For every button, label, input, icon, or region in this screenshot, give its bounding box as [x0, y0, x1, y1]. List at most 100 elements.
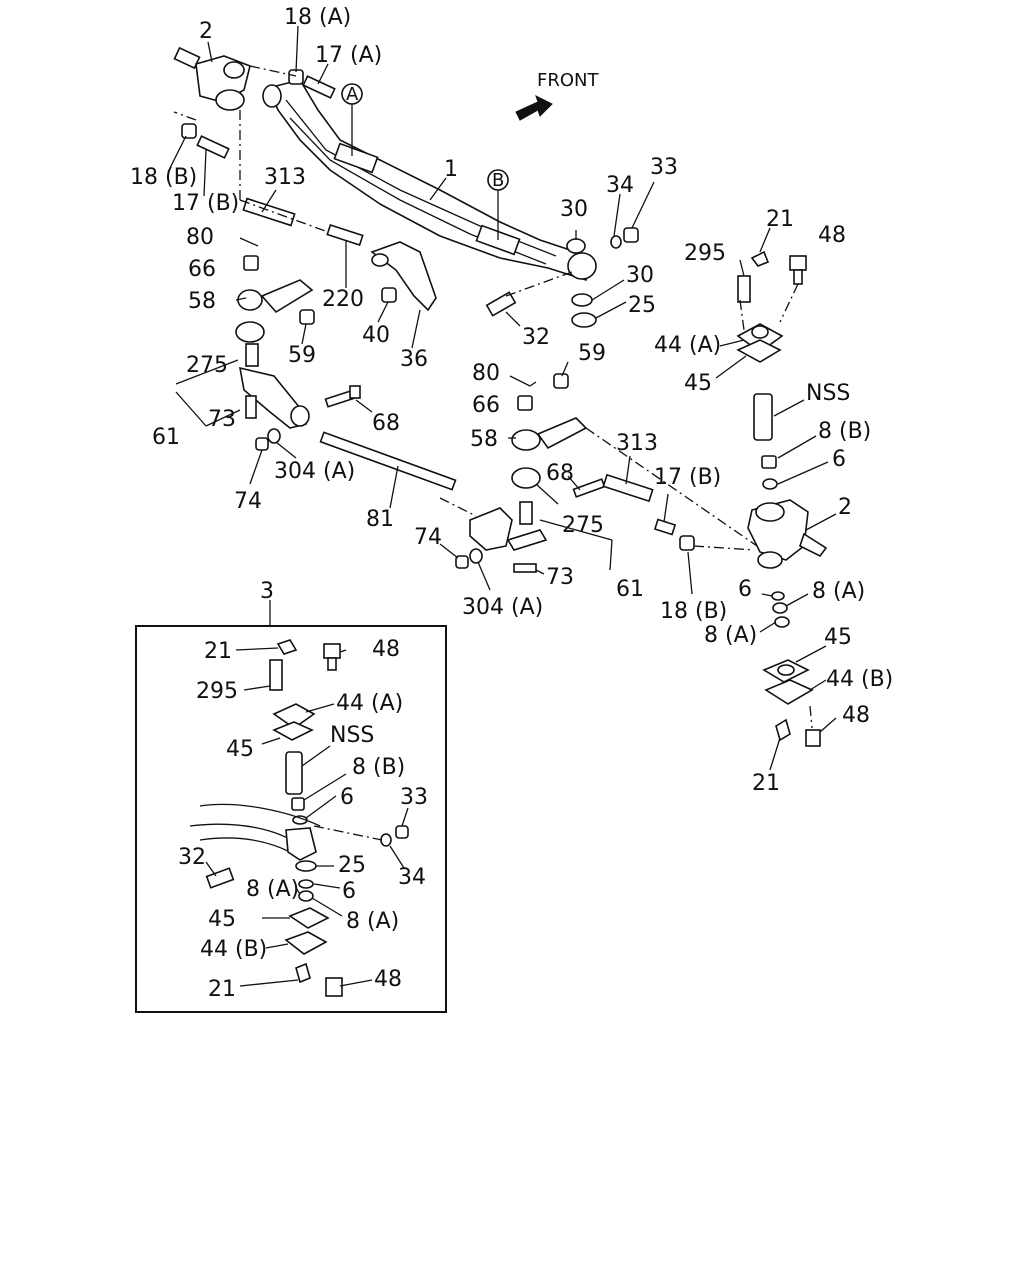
inset-beam-end — [285, 827, 317, 861]
label-18a: 18 (A) — [284, 5, 351, 30]
label-18b-top: 18 (B) — [130, 165, 197, 190]
label-34-top: 34 — [606, 173, 634, 198]
label-inset-33: 33 — [400, 785, 428, 810]
inset-bolt-48-top — [323, 643, 341, 659]
washer-30-mid — [571, 293, 593, 307]
label-58-mid: 58 — [470, 427, 498, 452]
label-81: 81 — [366, 507, 394, 532]
knuckle-right — [747, 499, 828, 569]
label-2-right: 2 — [838, 495, 852, 520]
label-80-mid: 80 — [472, 361, 500, 386]
label-30-top: 30 — [560, 197, 588, 222]
grease-fitting-21-right-top — [750, 250, 770, 267]
inset-bearing-25 — [295, 860, 317, 872]
label-inset-nss: NSS — [330, 723, 374, 748]
label-45-right-bot: 45 — [824, 625, 852, 650]
bushing-8a-right-2 — [774, 616, 790, 628]
knuckle-arm-61-mid — [469, 501, 548, 551]
label-45-right-top: 45 — [684, 371, 712, 396]
leader-lines — [167, 25, 837, 987]
label-inset-48-bot: 48 — [374, 967, 402, 992]
label-17b-top: 17 (B) — [172, 191, 239, 216]
tie-rod-end-58-top — [237, 279, 314, 314]
tie-rod-end-313-mid — [602, 473, 654, 503]
inset-grease-fitting-21-bot — [295, 962, 311, 984]
label-68-mid: 68 — [546, 461, 574, 486]
label-66-mid: 66 — [472, 393, 500, 418]
label-313-mid: 313 — [616, 431, 658, 456]
castle-nut-66-top — [243, 255, 259, 271]
knuckle-left — [173, 46, 251, 111]
bolt-68-mid — [572, 478, 606, 498]
stud-17b-mid — [653, 518, 677, 536]
pin-32-top — [485, 291, 517, 317]
inset-bolt-295 — [269, 659, 283, 691]
label-inset-6-mid: 6 — [342, 879, 356, 904]
label-inset-44a: 44 (A) — [336, 691, 403, 716]
nut-74-left — [255, 437, 269, 451]
front-arrow-icon — [515, 95, 553, 121]
inset-gasket-45-bot — [288, 907, 330, 929]
label-21-right-top: 21 — [766, 207, 794, 232]
arm-36 — [370, 241, 437, 312]
rod-220 — [326, 223, 364, 247]
kingpin-nss-right — [753, 393, 773, 441]
boot-275-left — [235, 321, 265, 343]
label-6-right-top: 6 — [832, 447, 846, 472]
label-8a-right-1: 8 (A) — [812, 579, 865, 604]
boot-275-mid — [511, 467, 541, 489]
shim-6-right-bot — [771, 591, 785, 601]
part-labels: 2 18 (A) 17 (A) 18 (B) 17 (B) 313 1 80 6… — [130, 5, 893, 1002]
label-44a-right: 44 (A) — [654, 333, 721, 358]
inset-cap-44a — [272, 703, 316, 729]
axle-beam — [262, 79, 597, 282]
washer-30-top — [566, 238, 586, 254]
ref-mark-a-text: A — [346, 84, 359, 105]
label-66-top: 66 — [188, 257, 216, 282]
bearing-25-top — [571, 312, 597, 328]
label-32-top: 32 — [522, 325, 550, 350]
inset-bolt-48-bot — [325, 977, 343, 997]
snap-ring-34-top — [610, 235, 622, 249]
label-inset-21-bot: 21 — [208, 977, 236, 1002]
washer-304a-mid — [469, 548, 483, 564]
label-inset-8a-right: 8 (A) — [346, 909, 399, 934]
label-2-top: 2 — [199, 19, 213, 44]
nut-18a — [288, 69, 304, 85]
label-48-right-top: 48 — [818, 223, 846, 248]
label-inset-25: 25 — [338, 853, 366, 878]
stud-17b-top — [196, 135, 230, 159]
label-inset-45-bot: 45 — [208, 907, 236, 932]
bolt-48-right-top — [789, 255, 807, 285]
label-inset-21-top: 21 — [204, 639, 232, 664]
inset-cap-44b — [284, 931, 328, 955]
label-275-mid: 275 — [562, 513, 604, 538]
label-74-mid: 74 — [414, 525, 442, 550]
label-8a-right-2: 8 (A) — [704, 623, 757, 648]
castle-nut-66-mid — [517, 395, 533, 411]
ref-mark-a — [341, 83, 363, 105]
label-inset-32: 32 — [178, 845, 206, 870]
label-17a: 17 (A) — [315, 43, 382, 68]
label-inset-295: 295 — [196, 679, 238, 704]
inset-pin-32 — [205, 867, 235, 889]
knuckle-arm-61-left — [238, 343, 310, 429]
front-direction-indicator: FRONT — [515, 70, 599, 121]
label-33-top: 33 — [650, 155, 678, 180]
label-inset-48-top: 48 — [372, 637, 400, 662]
label-61-left: 61 — [152, 425, 180, 450]
label-59-mid: 59 — [578, 341, 606, 366]
label-36: 36 — [400, 347, 428, 372]
label-313-top: 313 — [264, 165, 306, 190]
inset-assembly — [189, 639, 409, 997]
label-275-left: 275 — [186, 353, 228, 378]
cap-44b-right — [764, 679, 814, 705]
label-59-top: 59 — [288, 343, 316, 368]
label-61-mid: 61 — [616, 577, 644, 602]
label-80-top: 80 — [186, 225, 214, 250]
washer-304a-left — [267, 428, 281, 444]
inset-shim-6-mid — [298, 879, 314, 889]
label-6-right-bot: 6 — [738, 577, 752, 602]
label-295-right: 295 — [684, 241, 726, 266]
